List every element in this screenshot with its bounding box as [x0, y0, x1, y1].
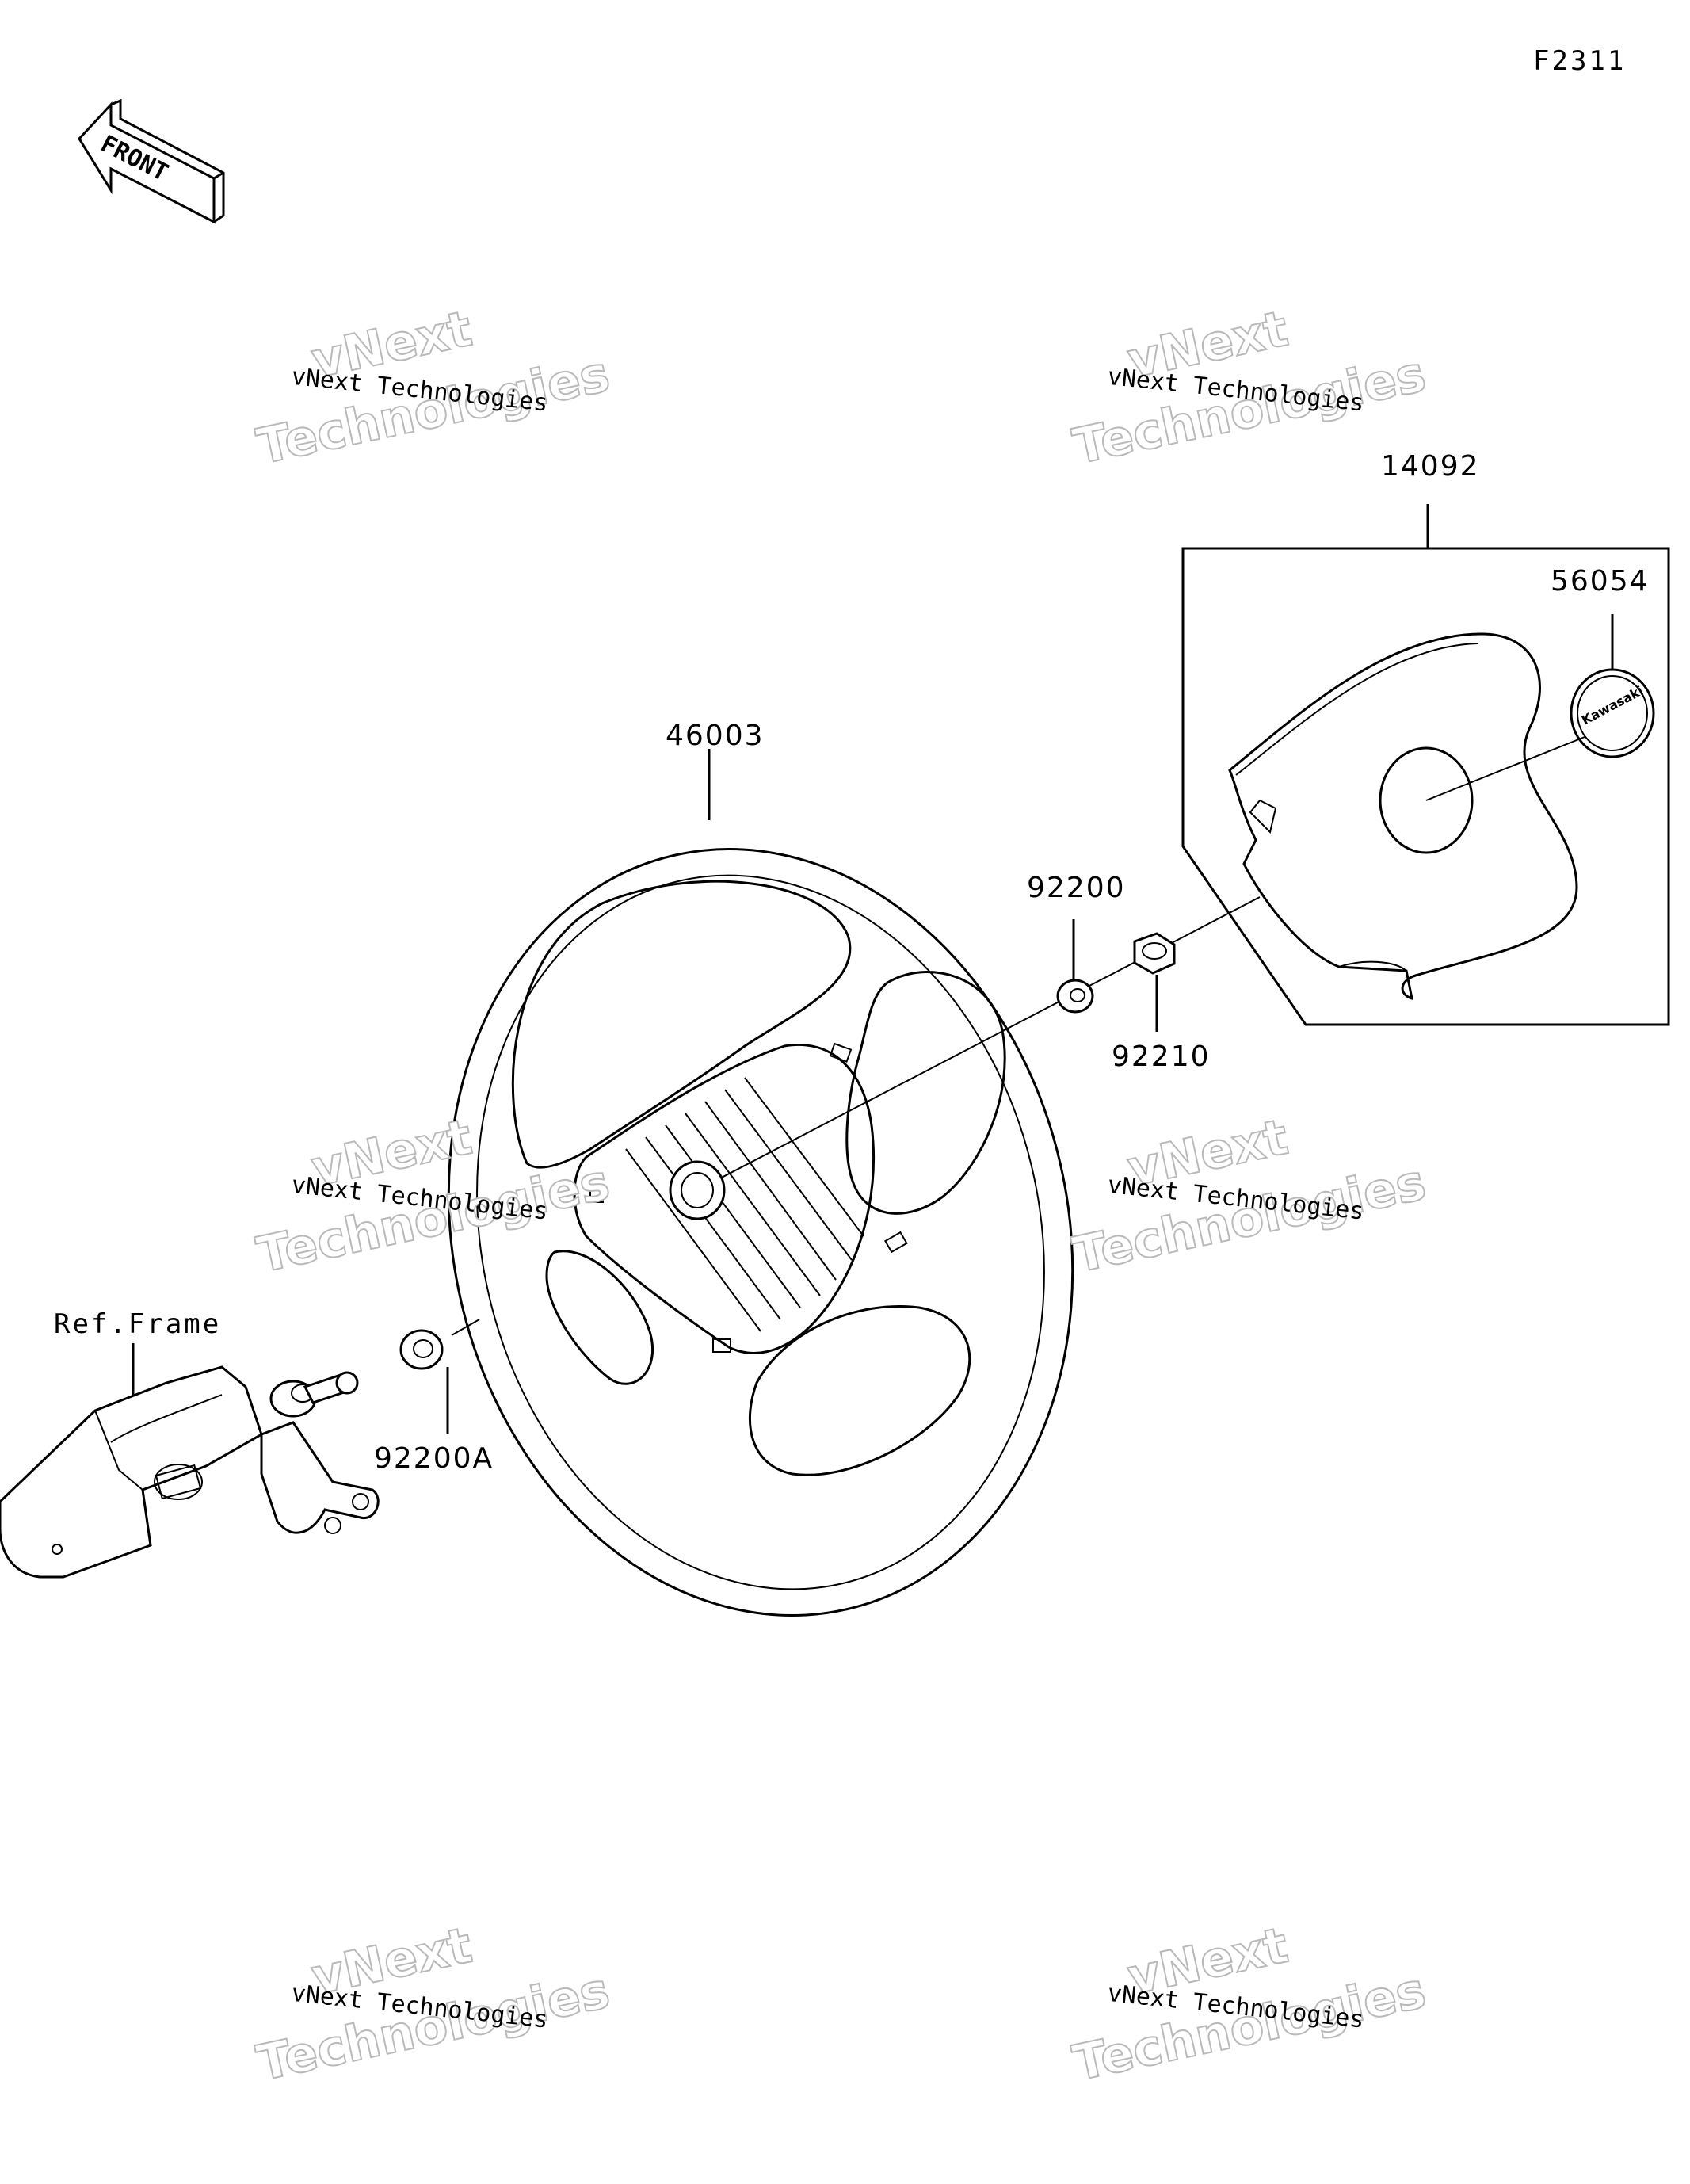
part-label-92200: 92200 — [1027, 872, 1126, 904]
steering-pad — [1228, 632, 1578, 1001]
pad-assembly-frame — [1181, 547, 1670, 1026]
watermark: vNext Technologies vNext Technologies — [251, 299, 615, 477]
part-label-46003: 46003 — [666, 720, 765, 752]
watermark: vNext Technologies vNext Technologies — [251, 1915, 615, 2094]
watermark: vNext Technologies vNext Technologies — [1067, 1107, 1431, 1285]
part-label-92200a: 92200A — [374, 1442, 494, 1475]
nut-92210 — [1133, 932, 1176, 1032]
part-label-92210: 92210 — [1112, 1040, 1211, 1073]
steering-wheel — [447, 749, 1074, 1617]
pad-emblem-recess — [1379, 746, 1474, 854]
watermark: vNext Technologies vNext Technologies — [1067, 1915, 1431, 2094]
watermark: vNext Technologies vNext Technologies — [1067, 299, 1431, 477]
part-label-14092: 14092 — [1381, 450, 1480, 483]
front-arrow-icon: FRONT — [78, 98, 225, 224]
washer-92200a — [399, 1319, 480, 1434]
washer-92200 — [1056, 919, 1094, 1014]
part-label-56054: 56054 — [1551, 565, 1650, 598]
watermark: vNext Technologies vNext Technologies — [251, 1107, 615, 1285]
ref-frame-label: Ref.Frame — [54, 1308, 221, 1340]
emblem-logo-text: Kawasaki — [1579, 683, 1646, 728]
steering-column-frame — [0, 1343, 380, 1579]
figure-code: F2311 — [1533, 45, 1626, 77]
